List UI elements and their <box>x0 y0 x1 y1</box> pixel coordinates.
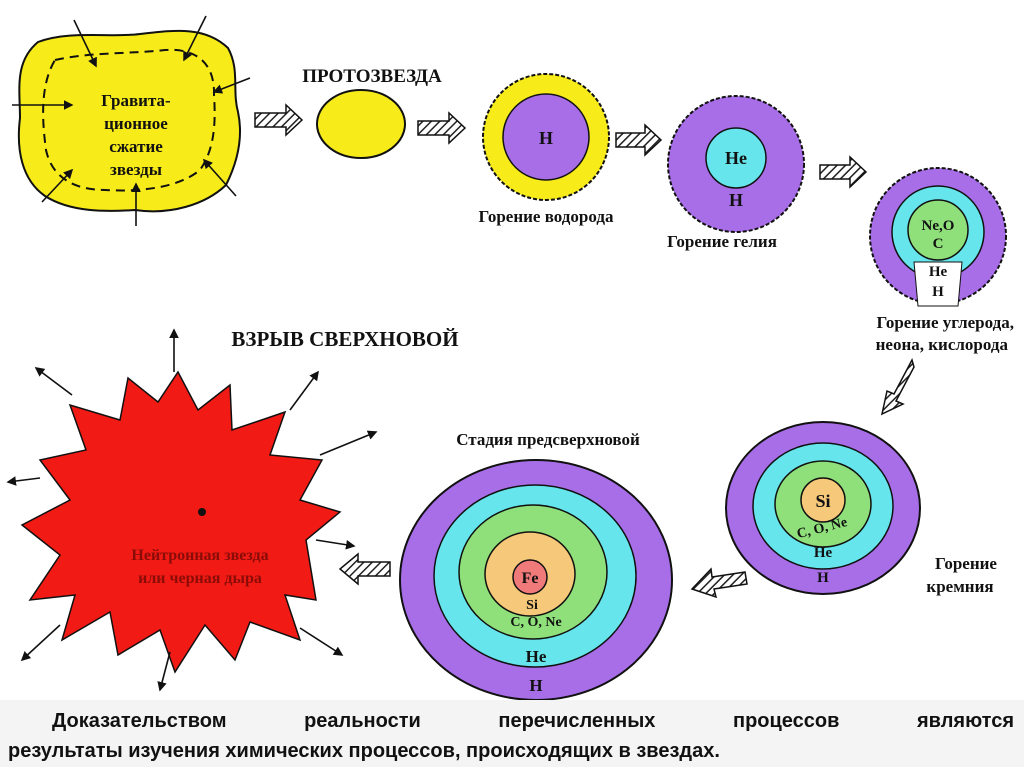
supernova-ejecta-arrows <box>6 328 378 692</box>
arrow-helium-to-carbon <box>819 155 868 189</box>
silicon-core <box>800 477 846 523</box>
helium-shell-label: H <box>729 190 743 210</box>
carbon-core-label-2: C <box>933 236 944 252</box>
carbon-caption-line-2: неона, кислорода <box>876 335 1009 354</box>
silicon-shell-label-2: H <box>817 570 829 586</box>
supernova-label-line-2: или черная дыра <box>138 570 262 587</box>
collapse-label-line-2: ционное <box>104 114 168 133</box>
arrow-collapse-to-protostar <box>254 103 304 137</box>
silicon-shell-label-1: He <box>814 545 833 561</box>
protostar: ПРОТОЗВЕЗДА <box>302 66 442 159</box>
helium-caption: Горение гелия <box>667 232 777 251</box>
hydrogen-core <box>502 93 590 181</box>
helium-core <box>705 127 767 189</box>
presupernova-title: Стадия предсверхновой <box>456 430 640 449</box>
caption-line-2: результаты изучения химических процессов… <box>8 740 720 762</box>
stage-arrows <box>254 103 915 599</box>
presupernova-ring2-label: C, O, Ne <box>510 615 561 630</box>
caption-word-1: Доказательством <box>52 710 227 732</box>
silicon-burning-star: Si C, O, Ne He H Горение кремния <box>725 421 997 596</box>
bottom-caption: Доказательством реальности перечисленных… <box>0 700 1024 767</box>
caption-line-1: Доказательством реальности перечисленных… <box>52 706 1014 736</box>
silicon-core-label: Si <box>815 491 830 511</box>
arrow-silicon-to-presupernova <box>690 567 748 599</box>
presupernova-star: Стадия предсверхновой Fe Si C, O, Ne He … <box>399 430 673 701</box>
supernova-explosion: ВЗРЫВ СВЕРХНОВОЙ Нейтронная звезда или ч… <box>6 327 459 692</box>
helium-core-label: He <box>725 148 747 168</box>
presupernova-fe-core <box>512 559 548 595</box>
protostar-body <box>316 89 406 159</box>
protostar-title: ПРОТОЗВЕЗДА <box>302 66 442 87</box>
collapse-dashed-boundary <box>42 48 216 192</box>
supernova-title: ВЗРЫВ СВЕРХНОВОЙ <box>231 327 458 351</box>
hydrogen-burning-star: H Горение водорода <box>479 73 614 226</box>
arrow-presupernova-to-supernova <box>338 552 391 586</box>
presupernova-ring1-label: Si <box>526 598 538 613</box>
presupernova-core-label: Fe <box>522 570 539 587</box>
silicon-caption-line-2: кремния <box>926 577 993 596</box>
gravitational-collapse: Гравита- ционное сжатие звезды <box>12 15 251 226</box>
collapse-label-line-1: Гравита- <box>101 91 171 110</box>
supernova-label-line-1: Нейтронная звезда <box>131 547 268 564</box>
carbon-shell-label-1: He <box>929 264 948 280</box>
helium-burning-star: He H Горение гелия <box>667 95 805 251</box>
presupernova-ring4-label: H <box>529 676 542 695</box>
carbon-burning-star: Ne,O C He H Горение углерода, неона, кис… <box>869 167 1014 354</box>
carbon-cutaway <box>913 261 963 307</box>
caption-word-3: перечисленных <box>498 710 656 732</box>
hydrogen-caption: Горение водорода <box>479 207 614 226</box>
supernova-remnant-dot <box>198 508 206 516</box>
carbon-shell-label-2: H <box>932 284 944 300</box>
supernova-body <box>20 370 342 674</box>
collapse-label-line-3: сжатие <box>109 137 163 156</box>
silicon-caption-line-1: Горение <box>935 554 997 573</box>
arrow-hydrogen-to-helium <box>615 123 663 157</box>
caption-word-2: реальности <box>304 710 421 732</box>
carbon-core-label-1: Ne,O <box>922 218 955 234</box>
caption-word-5: являются <box>917 710 1014 732</box>
carbon-caption-line-1: Горение углерода, <box>877 313 1014 332</box>
hydrogen-core-label: H <box>539 128 553 148</box>
caption-word-4: процессов <box>732 710 840 732</box>
arrow-protostar-to-hydrogen <box>417 111 467 145</box>
collapse-label-line-4: звезды <box>110 160 162 179</box>
collapse-arrows <box>12 15 251 226</box>
presupernova-ring3-label: He <box>526 647 547 666</box>
arrow-carbon-to-silicon <box>880 358 915 416</box>
carbon-core <box>907 199 969 261</box>
